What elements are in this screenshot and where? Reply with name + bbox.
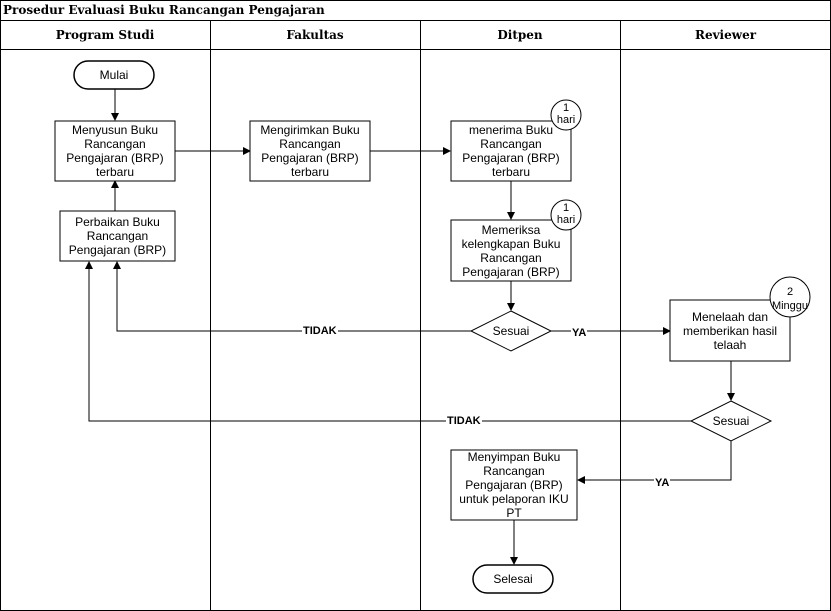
lane-header-fakultas: Fakultas bbox=[286, 28, 344, 42]
decision-sesuai-reviewer bbox=[689, 400, 773, 442]
diagram-title: Prosedur Evaluasi Buku Rancangan Pengaja… bbox=[3, 3, 325, 17]
time-badge-memeriksa bbox=[550, 199, 582, 231]
badge-menelaah-number: 2 bbox=[786, 286, 794, 298]
mengirimkan-label: Mengirimkan Buku Rancangan Pengajaran (B… bbox=[260, 123, 360, 179]
lane-header-program-studi: Program Studi bbox=[55, 28, 155, 42]
process-menyimpan bbox=[450, 449, 578, 521]
edge-label-tidak-1: TIDAK bbox=[302, 325, 338, 337]
end-label: Selesai bbox=[493, 572, 533, 586]
edge-label-ya-2: YA bbox=[654, 477, 671, 489]
perbaikan-label: Perbaikan Buku Rancangan Pengajaran (BRP… bbox=[68, 215, 167, 257]
lane-header-reviewer: Reviewer bbox=[694, 28, 757, 42]
memeriksa-label: Memeriksa kelengkapan Buku Rancangan Pen… bbox=[461, 222, 561, 279]
process-menelaah bbox=[669, 299, 791, 362]
badge-menelaah-unit: Minggu bbox=[771, 300, 809, 312]
process-mengirimkan bbox=[249, 120, 371, 182]
badge-menerima-number: 1 bbox=[562, 102, 570, 114]
edge-label-tidak-2: TIDAK bbox=[446, 415, 482, 427]
start-label: Mulai bbox=[99, 68, 129, 82]
menelaah-label: Menelaah dan memberikan hasil telaah bbox=[682, 309, 778, 352]
process-perbaikan bbox=[59, 210, 176, 262]
menyimpan-label: Menyimpan Buku Rancangan Pengajaran (BRP… bbox=[459, 450, 569, 520]
edge-label-ya-1: YA bbox=[571, 327, 588, 339]
menerima-label: menerima Buku Rancangan Pengajaran (BRP)… bbox=[462, 123, 560, 179]
edge-sesuai-ya-menyimpan bbox=[577, 441, 732, 484]
sesuai-reviewer-label: Sesuai bbox=[712, 414, 750, 428]
menyusun-label: Menyusun Buku Rancangan Pengajaran (BRP)… bbox=[66, 123, 164, 179]
edge-sesuai-tidak-perbaikan-2 bbox=[85, 261, 691, 422]
process-menerima bbox=[450, 120, 572, 182]
end-terminator bbox=[472, 564, 554, 594]
lane-header-ditpen: Ditpen bbox=[497, 28, 543, 42]
badge-memeriksa-unit: hari bbox=[556, 214, 576, 226]
decision-sesuai-ditpen bbox=[469, 310, 553, 352]
badge-menerima-unit: hari bbox=[556, 114, 576, 126]
edge-sesuai-tidak-perbaikan bbox=[113, 261, 471, 332]
time-badge-menelaah bbox=[769, 276, 811, 318]
process-memeriksa bbox=[450, 219, 572, 282]
time-badge-menerima bbox=[550, 99, 582, 131]
start-terminator bbox=[73, 60, 155, 90]
process-menyusun bbox=[54, 120, 176, 182]
badge-memeriksa-number: 1 bbox=[562, 202, 570, 214]
sesuai-ditpen-label: Sesuai bbox=[492, 324, 530, 338]
